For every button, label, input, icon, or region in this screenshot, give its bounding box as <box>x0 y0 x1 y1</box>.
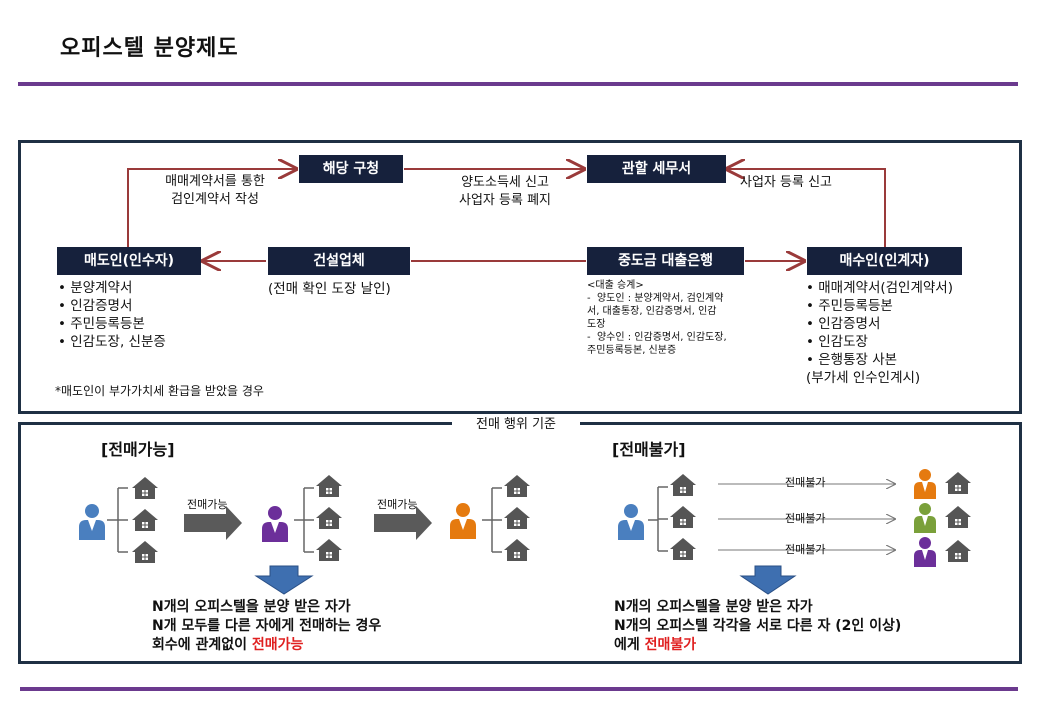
down-arrow-right <box>739 565 797 595</box>
list-item: 분양계약서 <box>58 279 166 297</box>
list-item: 인감도장, 신분증 <box>58 333 166 351</box>
list-item: 매매계약서(검인계약서) <box>806 279 953 297</box>
seller-documents: 분양계약서 인감증명서 주민등록등본 인감도장, 신분증 <box>58 279 166 351</box>
text-line: N개 모두를 다른 자에게 전매하는 경우 <box>152 618 382 634</box>
bottom-divider <box>20 687 1018 691</box>
person-icon <box>79 504 105 540</box>
arrow-label-2: 전매가능 <box>377 498 418 511</box>
no-resale-label-3: 전매불가 <box>785 543 826 556</box>
box-buyer: 매수인(인계자) <box>807 247 962 275</box>
bracket-4 <box>648 486 668 552</box>
down-arrow-left <box>254 565 314 595</box>
person-icon <box>450 503 476 539</box>
box-gu-office: 해당 구청 <box>299 155 403 183</box>
left-title: [전매가능] <box>101 440 175 459</box>
footnote: *매도인이 부가가치세 환급을 받았을 경우 <box>55 384 264 398</box>
buyer-documents: 매매계약서(검인계약서) 주민등록등본 인감증명서 인감도장 은행통장 사본 <box>806 279 953 369</box>
resale-header: 전매 행위 기준 <box>452 414 580 436</box>
text-line: N개의 오피스텔을 분양 받은 자가 <box>614 599 813 615</box>
left-description: N개의 오피스텔을 분양 받은 자가 N개 모두를 다른 자에게 전매하는 경우… <box>152 598 381 655</box>
house-icon <box>316 507 342 529</box>
text-span: 에게 <box>614 637 645 653</box>
bracket-2 <box>294 487 314 553</box>
list-item: 주민등록등본 <box>806 297 953 315</box>
house-icon <box>670 538 696 560</box>
person-icon <box>914 503 936 533</box>
right-description: N개의 오피스텔을 분양 받은 자가 N개의 오피스텔 각각을 서로 다른 자 … <box>614 598 901 655</box>
person-icon <box>914 537 936 567</box>
person-icon <box>914 469 936 499</box>
label-transfer: 양도소득세 신고 사업자 등록 폐지 <box>459 175 551 208</box>
house-icon <box>132 509 158 531</box>
block-arrow-2 <box>374 506 432 540</box>
house-icon <box>945 540 971 562</box>
page-title: 오피스텔 분양제도 <box>60 36 239 61</box>
no-resale-label-2: 전매불가 <box>785 512 826 525</box>
box-builder: 건설업체 <box>268 247 410 275</box>
text-line: 에게 전매불가 <box>614 636 901 655</box>
house-icon <box>132 477 158 499</box>
text-line: 회수에 관계없이 전매가능 <box>152 636 381 655</box>
house-icon <box>504 539 530 561</box>
arrow-label-1: 전매가능 <box>187 498 228 511</box>
house-icon <box>670 506 696 528</box>
label-contract: 매매계약서를 통한 검인계약서 작성 <box>165 174 265 207</box>
house-icon <box>504 507 530 529</box>
list-item: 인감도장 <box>806 333 953 351</box>
house-icon <box>316 475 342 497</box>
bank-note: <대출 승계> - 양도인 : 분양계약서, 검인계약 서, 대출통장, 인감증… <box>587 280 727 356</box>
process-panel <box>18 140 1022 414</box>
house-icons <box>132 472 971 563</box>
house-icon <box>316 539 342 561</box>
text-span: 회수에 관계없이 <box>152 637 252 653</box>
right-title: [전매불가] <box>612 440 686 459</box>
person-icon <box>262 506 288 542</box>
buyer-extra: (부가세 인수인계시) <box>806 370 921 386</box>
house-icon <box>945 506 971 528</box>
house-icon <box>504 475 530 497</box>
top-divider <box>18 82 1018 86</box>
house-icon <box>670 474 696 496</box>
arrow-seller-to-gu <box>127 169 296 247</box>
box-seller: 매도인(인수자) <box>57 247 201 275</box>
text-line: N개의 오피스텔을 분양 받은 자가 <box>152 599 351 615</box>
bracket-1 <box>107 487 128 553</box>
house-icon <box>945 472 971 494</box>
builder-note: (전매 확인 도장 날인) <box>268 281 391 297</box>
bracket-3 <box>482 487 502 553</box>
box-bank: 중도금 대출은행 <box>587 247 744 275</box>
list-item: 주민등록등본 <box>58 315 166 333</box>
no-resale-label-1: 전매불가 <box>785 476 826 489</box>
box-tax-office: 관할 세무서 <box>587 155 726 183</box>
list-item: 인감증명서 <box>806 315 953 333</box>
person-icon <box>618 504 644 540</box>
block-arrow-1 <box>184 506 242 540</box>
list-item: 인감증명서 <box>58 297 166 315</box>
highlight-impossible: 전매불가 <box>644 637 697 653</box>
label-biz-reg: 사업자 등록 신고 <box>740 175 832 190</box>
highlight-possible: 전매가능 <box>251 637 304 653</box>
text-line: N개의 오피스텔 각각을 서로 다른 자 (2인 이상) <box>614 618 902 634</box>
list-item: 은행통장 사본 <box>806 351 953 369</box>
arrow-buyer-to-tax <box>727 169 886 247</box>
house-icon <box>132 541 158 563</box>
